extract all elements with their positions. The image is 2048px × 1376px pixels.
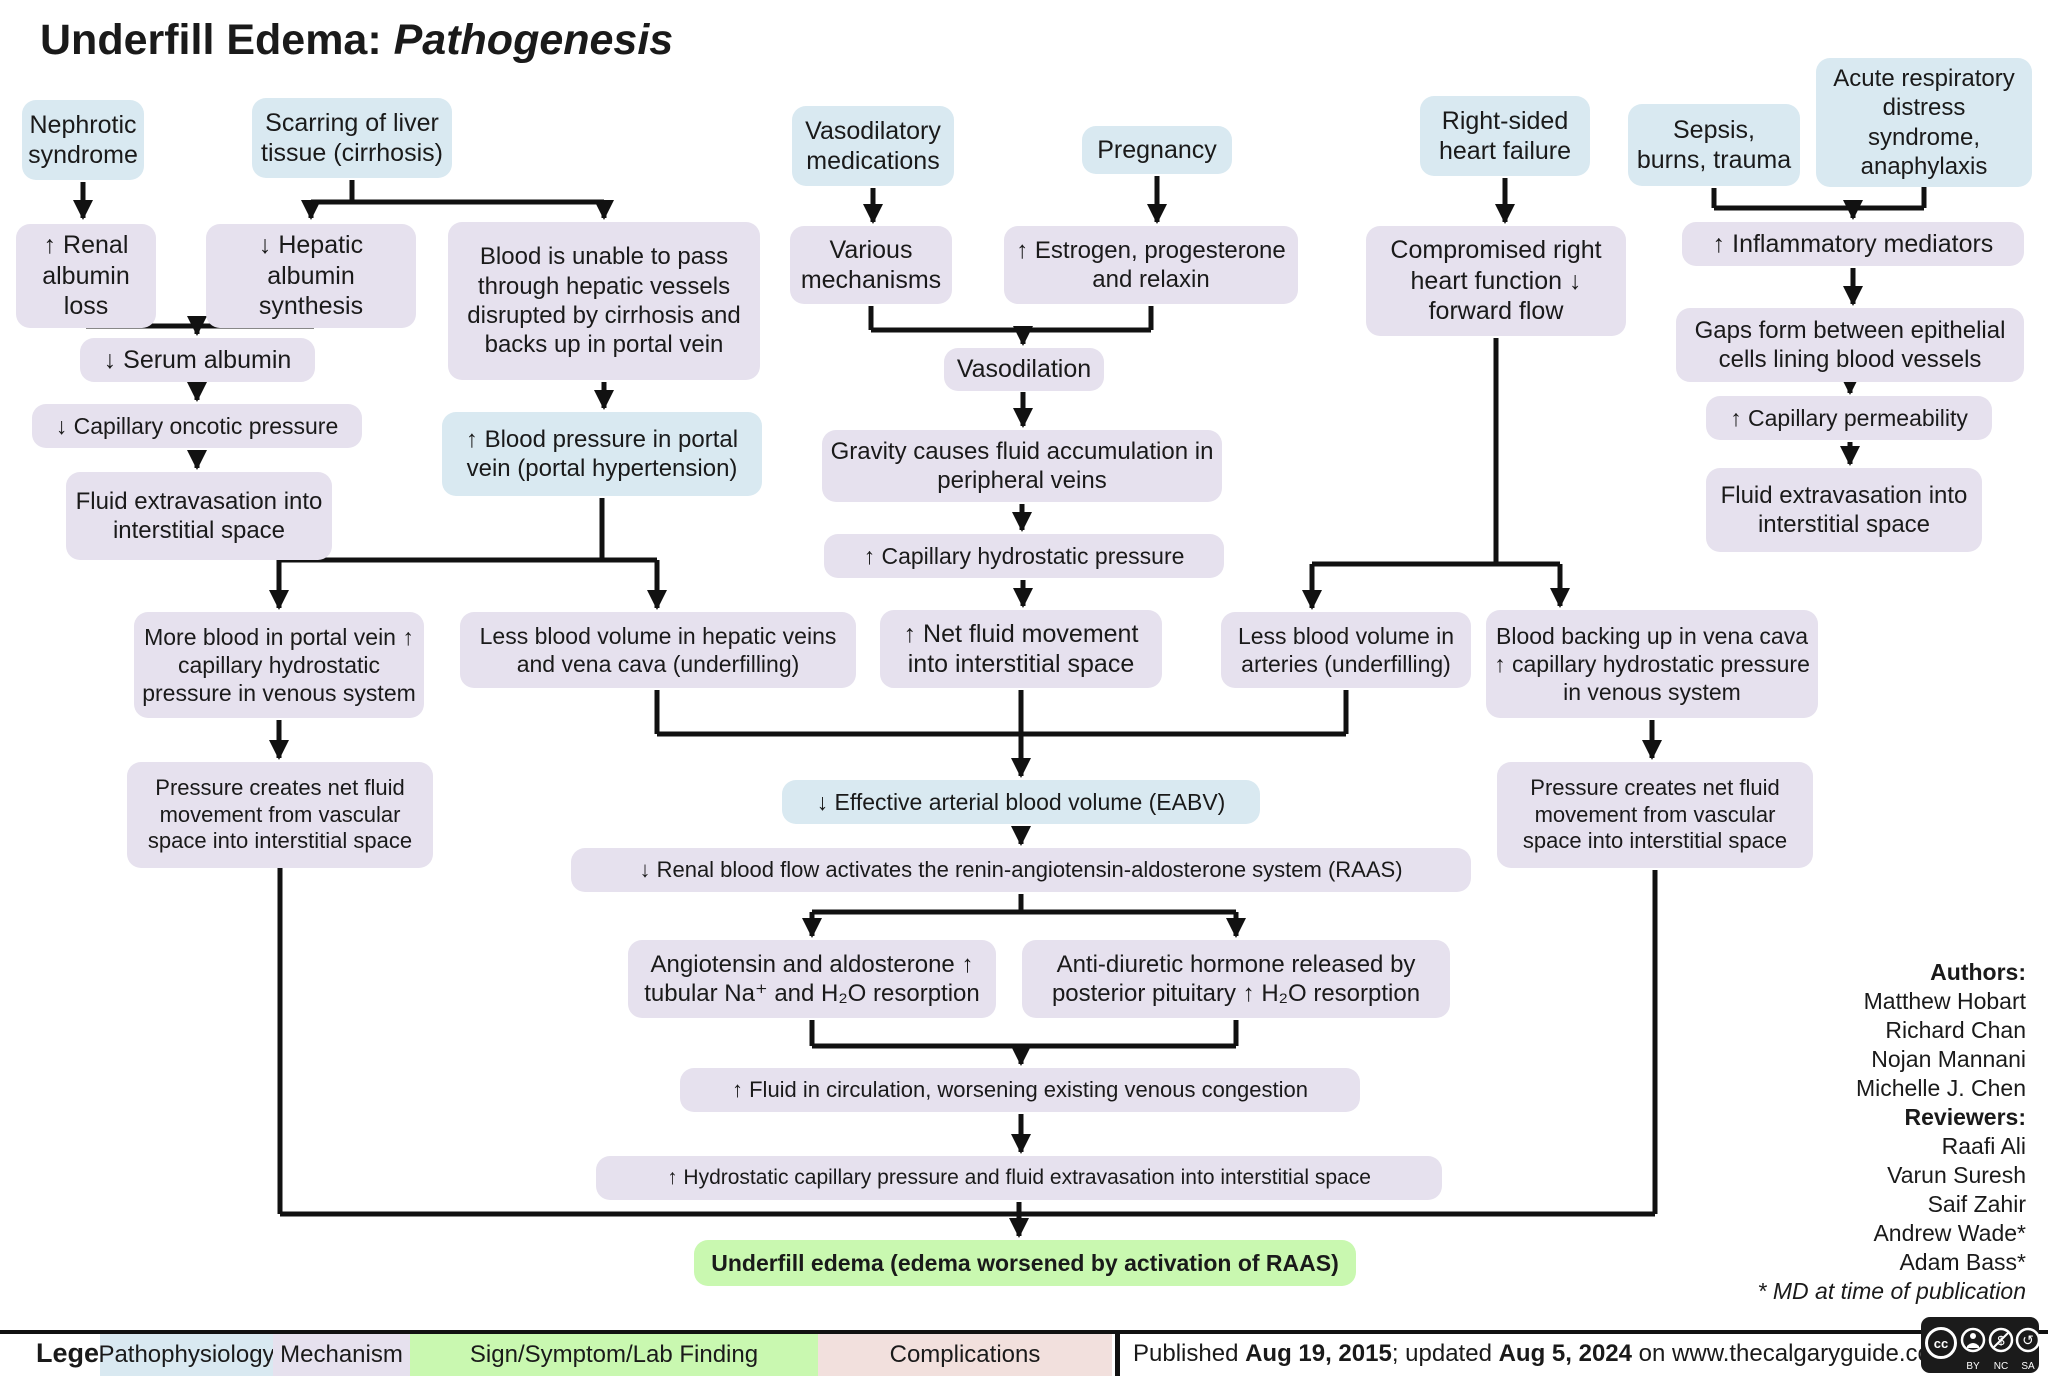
by-person-head	[1970, 1333, 1976, 1339]
node-cirrhosis: Scarring of liver tissue (cirrhosis)	[252, 98, 452, 178]
node-fluid-in-circulation: ↑ Fluid in circulation, worsening existi…	[680, 1068, 1360, 1112]
legend-swatch-complication: Complications	[818, 1334, 1112, 1376]
node-capillary-permeability: ↑ Capillary permeability	[1706, 396, 1992, 440]
by-person-body	[1967, 1343, 1979, 1348]
node-renal-albumin-loss: ↑ Renal albumin loss	[16, 224, 156, 328]
credits-name: Michelle J. Chen	[1855, 1075, 2026, 1101]
node-blood-backing-up: Blood backing up in vena cava ↑ capillar…	[1486, 610, 1818, 718]
nc-slash	[1993, 1332, 2009, 1348]
published-text: ; updated	[1391, 1340, 1499, 1367]
credits-footnote: * MD at time of publication	[1757, 1278, 2026, 1304]
node-capillary-oncotic-pressure: ↓ Capillary oncotic pressure	[32, 404, 362, 448]
node-vasodilatory-medications: Vasodilatory medications	[792, 106, 954, 186]
legend-swatch-mechanism: Mechanism	[273, 1334, 410, 1376]
published-date: Aug 19, 2015	[1245, 1340, 1392, 1367]
node-raas-activation: ↓ Renal blood flow activates the renin-a…	[571, 848, 1471, 892]
published-text: Published	[1133, 1340, 1246, 1367]
page-title: Underfill Edema: Pathogenesis	[40, 16, 673, 65]
credits-name: Saif Zahir	[1927, 1191, 2026, 1217]
node-hepatic-albumin-synthesis: ↓ Hepatic albumin synthesis	[206, 224, 416, 328]
node-anti-diuretic-hormone: Anti-diuretic hormone released by poster…	[1022, 940, 1450, 1018]
node-net-fluid-movement: ↑ Net fluid movement into interstitial s…	[880, 610, 1162, 688]
node-fluid-extravasation-right: Fluid extravasation into interstitial sp…	[1706, 468, 1982, 552]
sa-arrow-icon	[2015, 1327, 2040, 1353]
credits-name: Matthew Hobart	[1863, 988, 2026, 1014]
node-vasodilation: Vasodilation	[944, 348, 1104, 391]
cc-icon-text: cc	[1934, 1336, 1948, 1351]
node-ards-anaphylaxis: Acute respiratory distress syndrome, ana…	[1816, 58, 2032, 188]
node-pressure-net-fluid-left: Pressure creates net fluid movement from…	[127, 762, 433, 868]
credits-name: Adam Bass*	[1899, 1249, 2026, 1275]
node-portal-hypertension: ↑ Blood pressure in portal vein (portal …	[442, 412, 762, 496]
node-capillary-hydrostatic-pressure: ↑ Capillary hydrostatic pressure	[824, 534, 1224, 578]
node-compromised-right-heart: Compromised right heart function ↓ forwa…	[1366, 226, 1626, 336]
published-text: on www.thecalgaryguide.com	[1632, 1340, 1951, 1367]
cc-icon	[1925, 1327, 1957, 1359]
sa-label: SA	[2021, 1361, 2035, 1372]
node-angiotensin-aldosterone: Angiotensin and aldosterone ↑ tubular Na…	[628, 940, 996, 1018]
credits-name: Andrew Wade*	[1873, 1220, 2026, 1246]
node-sepsis-burns-trauma: Sepsis, burns, trauma	[1628, 104, 1800, 186]
title-italic: Pathogenesis	[381, 16, 674, 64]
legend-swatch-finding: Sign/Symptom/Lab Finding	[410, 1334, 818, 1376]
published-date: Aug 5, 2024	[1498, 1340, 1632, 1367]
node-blood-unable-to-pass: Blood is unable to pass through hepatic …	[448, 222, 760, 380]
node-underfill-edema: Underfill edema (edema worsened by activ…	[694, 1240, 1356, 1286]
node-pregnancy: Pregnancy	[1082, 126, 1232, 174]
node-eabv: ↓ Effective arterial blood volume (EABV)	[782, 780, 1260, 824]
sa-arrow-glyph: ↺	[2022, 1333, 2034, 1349]
node-less-blood-arteries: Less blood volume in arteries (underfill…	[1221, 612, 1471, 688]
credits-name: Richard Chan	[1885, 1017, 2026, 1043]
footer-divider	[0, 1330, 2048, 1334]
node-estrogen-progesterone-relaxin: ↑ Estrogen, progesterone and relaxin	[1004, 226, 1298, 304]
credits-name: Raafi Ali	[1941, 1133, 2026, 1159]
node-right-sided-heart-failure: Right-sided heart failure	[1420, 96, 1590, 176]
node-pressure-net-fluid-right: Pressure creates net fluid movement from…	[1497, 762, 1813, 868]
published-line: Published Aug 19, 2015; updated Aug 5, 2…	[1133, 1340, 1951, 1368]
nc-label: NC	[1994, 1361, 2008, 1372]
node-less-blood-hepatic-veins: Less blood volume in hepatic veins and v…	[460, 612, 856, 688]
credits-name: Varun Suresh	[1887, 1162, 2026, 1188]
title-main: Underfill Edema:	[40, 16, 382, 64]
credits-heading: Authors:	[1930, 959, 2026, 985]
node-various-mechanisms: Various mechanisms	[790, 226, 952, 304]
legend-published-divider	[1115, 1334, 1120, 1376]
node-serum-albumin: ↓ Serum albumin	[80, 338, 315, 382]
legend-swatch-pathophysiology: Pathophysiology	[98, 1334, 275, 1376]
nc-dollar-icon	[1988, 1327, 2014, 1353]
node-inflammatory-mediators: ↑ Inflammatory mediators	[1682, 222, 2024, 266]
node-nephrotic-syndrome: Nephrotic syndrome	[22, 100, 144, 180]
node-gaps-epithelial-cells: Gaps form between epithelial cells linin…	[1676, 308, 2024, 382]
by-person-icon	[1960, 1327, 1986, 1353]
node-fluid-extravasation-left: Fluid extravasation into interstitial sp…	[66, 472, 332, 560]
cc-license-badge: cc $ ↺ BY NC SA	[1921, 1317, 2040, 1373]
credits-name: Nojan Mannani	[1871, 1046, 2026, 1072]
node-gravity-fluid-accumulation: Gravity causes fluid accumulation in per…	[822, 430, 1222, 502]
credits-heading: Reviewers:	[1904, 1104, 2026, 1130]
node-hydrostatic-capillary-pressure: ↑ Hydrostatic capillary pressure and flu…	[596, 1156, 1442, 1200]
node-more-blood-portal-vein: More blood in portal vein ↑ capillary hy…	[134, 612, 424, 718]
by-label: BY	[1966, 1361, 1980, 1372]
